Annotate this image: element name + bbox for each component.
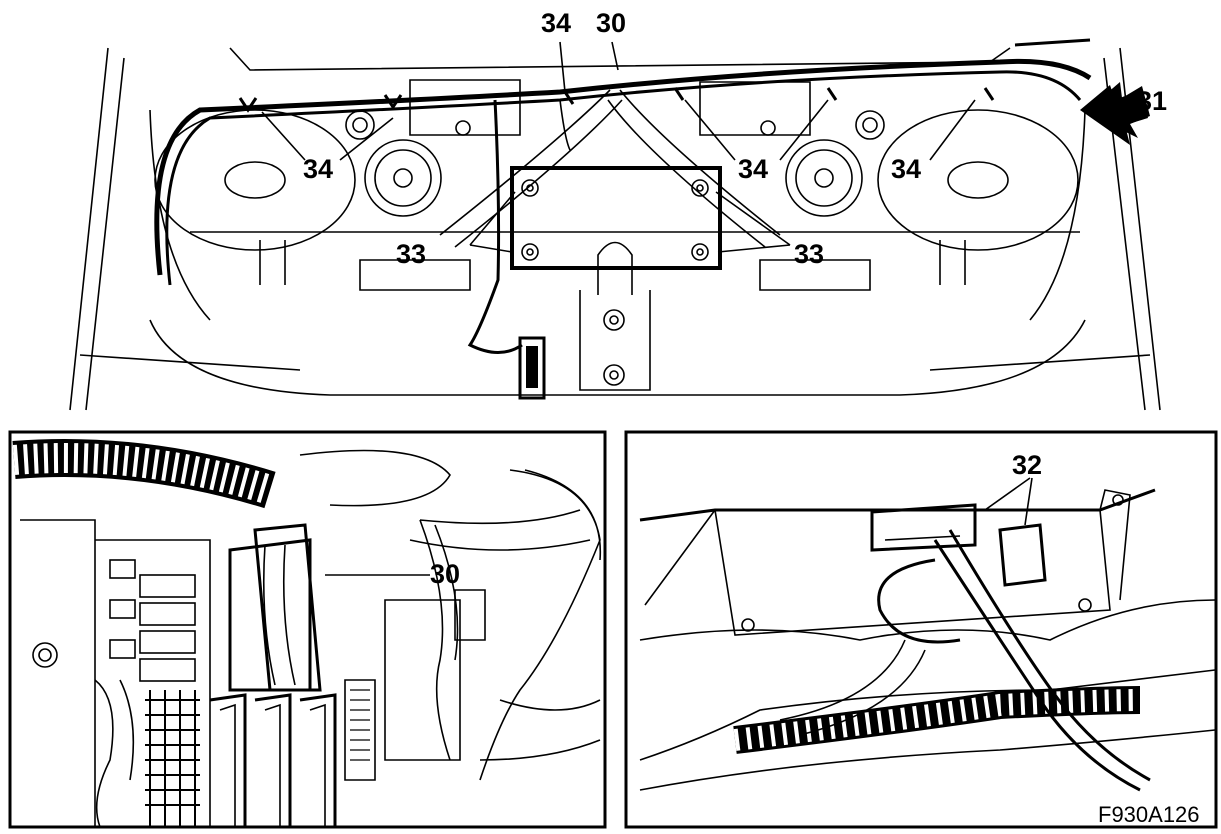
- label-32: 32: [1012, 450, 1042, 480]
- corrugated-hose: [12, 439, 276, 509]
- top-view: [69, 38, 1161, 411]
- label-34-left: 34: [303, 154, 333, 184]
- label-31: 31: [1137, 86, 1167, 116]
- wiring-harness-top: [154, 38, 1092, 354]
- speaker-left-large: [154, 109, 356, 251]
- inset-left: [8, 430, 607, 829]
- amplifier-plate: [510, 166, 722, 295]
- label-34-center: 34: [738, 154, 768, 184]
- speaker-right-large: [877, 109, 1079, 251]
- label-34-top: 34: [541, 8, 571, 38]
- label-33-right: 33: [794, 239, 824, 269]
- label-33-left: 33: [396, 239, 426, 269]
- speaker-right-small: [785, 139, 863, 217]
- label-30-top: 30: [596, 8, 626, 38]
- label-30-inset: 30: [430, 559, 460, 589]
- label-34-right: 34: [891, 154, 921, 184]
- speaker-left-small: [364, 139, 442, 217]
- inset-right: [624, 430, 1218, 829]
- figure-code: F930A126: [1098, 802, 1200, 827]
